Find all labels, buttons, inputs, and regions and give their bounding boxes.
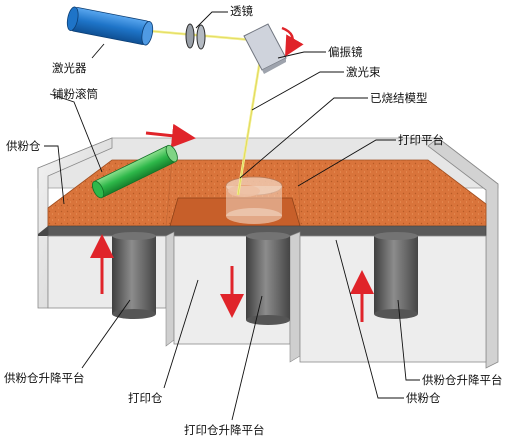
left-side-wall <box>37 137 113 309</box>
label-sintered-model: 已烧结模型 <box>370 91 428 105</box>
label-build-platform: 打印平台 <box>398 133 444 147</box>
powder-roller <box>91 144 178 199</box>
label-right-feed-bin: 供粉仓 <box>406 391 441 405</box>
label-build-bin: 打印仓 <box>128 391 163 405</box>
label-build-lift: 打印仓升降平台 <box>184 423 265 437</box>
label-laser-beam: 激光束 <box>346 65 381 79</box>
label-right-feed-lift: 供粉仓升降平台 <box>422 373 503 387</box>
label-galvo-mirror: 偏振镜 <box>328 45 363 59</box>
mirror-rotation-arrow <box>281 26 304 57</box>
lens-pair <box>185 23 206 50</box>
left-feed-piston <box>112 236 156 314</box>
label-lens: 透镜 <box>230 4 253 18</box>
label-left-feed-bin: 供粉仓 <box>6 139 41 153</box>
roller-direction-arrow <box>145 123 196 148</box>
build-piston <box>246 236 290 320</box>
laser-emitter <box>66 6 154 46</box>
right-feed-piston <box>374 236 418 314</box>
label-laser: 激光器 <box>52 61 87 75</box>
label-roller: 铺粉滚筒 <box>52 87 98 101</box>
right-side-wall <box>427 137 499 369</box>
sintered-model <box>225 176 283 224</box>
label-left-feed-lift: 供粉仓升降平台 <box>4 371 85 385</box>
